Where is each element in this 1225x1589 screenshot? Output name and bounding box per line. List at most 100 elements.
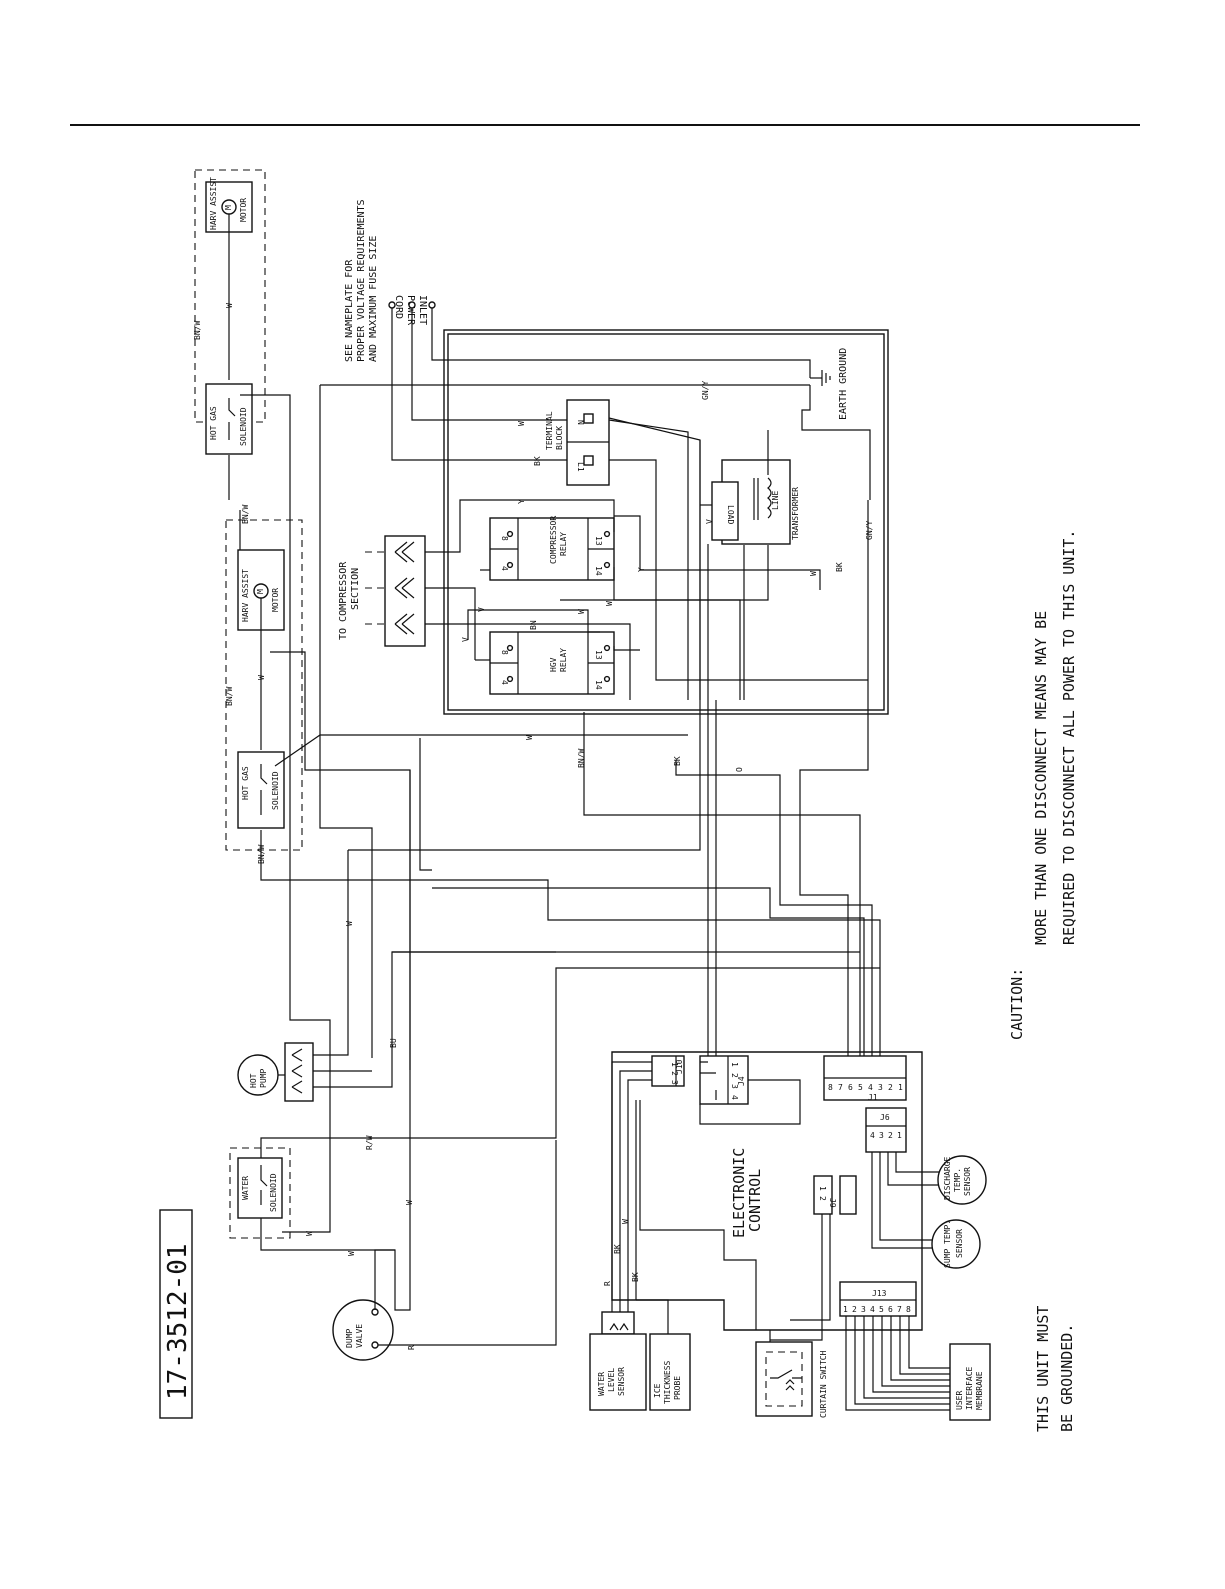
j6-label: J6 xyxy=(880,1113,890,1122)
wire-label-w-5: W xyxy=(305,1231,314,1236)
dump-valve: DUMP VALVE xyxy=(332,1299,394,1361)
wire-label-w-10: W xyxy=(809,571,818,576)
wire-label-w-7: W xyxy=(517,421,526,426)
terminal-n: N xyxy=(576,420,585,425)
ice-thickness-probe: ICE THICKNESS PROBE xyxy=(649,1333,691,1411)
harv-hotgas-1-bracket xyxy=(194,169,266,423)
harv-motor-2-symbol: M xyxy=(256,589,265,594)
j4-pin-4: 4 xyxy=(730,1095,739,1100)
j4-pin-3: 3 xyxy=(730,1084,739,1089)
comp-pin-4: 4 xyxy=(500,566,509,571)
j4-pin-2: 2 xyxy=(730,1073,739,1078)
hgv-relay-line-1: HGV xyxy=(549,657,558,672)
wire-label-y-2: Y xyxy=(637,567,646,572)
dump-valve-line-1: DUMP xyxy=(345,1329,354,1348)
inlet-power-cord: INLET POWER CORD xyxy=(388,295,436,326)
dump-valve-line-2: VALVE xyxy=(355,1324,364,1348)
wire-label-bn-w-1: BN/W xyxy=(193,321,202,340)
ice-probe-line-3: PROBE xyxy=(673,1376,682,1400)
j13-pin-1: 1 xyxy=(843,1305,848,1314)
inlet-power-line-3: CORD xyxy=(393,295,404,319)
wire-label-bk-2: BK xyxy=(835,562,844,572)
transformer-load: LOAD xyxy=(726,505,735,524)
wire-label-v-2: V xyxy=(477,607,486,612)
j10-label: J10 xyxy=(675,1059,684,1074)
compressor-relay-line-2: RELAY xyxy=(559,532,568,556)
harv-motor-1-symbol: M xyxy=(224,205,233,210)
wire-label-w-2: W xyxy=(257,675,266,680)
compressor-relay-line-1: COMPRESSOR xyxy=(549,516,558,564)
hot-gas-solenoid-2: HOT GAS SOLENOID xyxy=(237,751,285,829)
sump-line-2: SENSOR xyxy=(955,1229,964,1258)
terminal-block-line-2: BLOCK xyxy=(555,426,564,450)
hot-gas-2-line-2: SOLENOID xyxy=(271,771,280,810)
wire-label-r-1: R xyxy=(407,1345,416,1350)
control-box xyxy=(443,329,889,715)
j6-pin-1: 1 xyxy=(897,1131,902,1140)
transformer-label: TRANSFORMER xyxy=(791,487,800,540)
wire-label-bk-3: BK xyxy=(673,756,682,766)
j6-pin-4: 4 xyxy=(870,1131,875,1140)
hot-gas-2-line-1: HOT GAS xyxy=(241,766,250,800)
connector-j6: J6 4 3 2 1 xyxy=(865,1107,907,1153)
j13-label: J13 xyxy=(872,1289,887,1298)
discharge-line-3: SENSOR xyxy=(963,1167,972,1196)
j13-pin-8: 8 xyxy=(906,1305,911,1314)
wire-label-v-3: V xyxy=(461,637,470,642)
compressor-relay: 8 4 COMPRESSOR RELAY 13 14 xyxy=(489,516,615,581)
harv-motor-2-line-1: HARV ASSIST xyxy=(241,569,250,622)
wire-label-gn-y-2: GN/Y xyxy=(865,521,874,540)
ground-note: THIS UNIT MUST BE GROUNDED. xyxy=(1034,1306,1076,1432)
j1-pin-1: 1 xyxy=(898,1083,903,1092)
j13-pin-2: 2 xyxy=(852,1305,857,1314)
j1-pin-8: 8 xyxy=(828,1083,833,1092)
connector-j4: J4 1 2 3 4 xyxy=(699,1055,749,1105)
connector-j9: 1 2 J9 xyxy=(813,1175,857,1215)
wire-label-y-1: Y xyxy=(517,499,526,504)
discharge-line-1: DISCHARGE xyxy=(943,1156,952,1200)
connector-j1: J1 8 7 6 5 4 3 2 1 xyxy=(823,1055,907,1102)
to-compressor-connector: TO COMPRESSOR SECTION xyxy=(338,535,426,647)
terminal-block-line-1: TERMINAL xyxy=(545,411,554,450)
curtain-switch-label: CURTAIN SWITCH xyxy=(819,1350,828,1418)
wire-label-w-8: W xyxy=(577,609,586,614)
wire-label-w-4: W xyxy=(405,1200,414,1205)
harv-motor-1-line-2: MOTOR xyxy=(239,198,248,222)
terminal-block: N L1 TERMINAL BLOCK xyxy=(545,399,610,486)
j10-pin-2: 2 xyxy=(670,1071,679,1076)
comp-pin-13: 13 xyxy=(594,536,603,546)
wire-label-bn-w-2: BN/W xyxy=(241,505,250,524)
water-solenoid-line-1: WATER xyxy=(241,1176,250,1200)
comp-pin-8: 8 xyxy=(500,536,509,541)
j4-pin-1: 1 xyxy=(730,1062,739,1067)
j13-pin-4: 4 xyxy=(870,1305,875,1314)
wire-label-bk-5: BK xyxy=(631,1272,640,1282)
j1-pin-7: 7 xyxy=(838,1083,843,1092)
wire-label-r-w: R/W xyxy=(365,1135,374,1150)
wire-label-w-12: W xyxy=(621,1219,630,1224)
wire-label-r-2: R xyxy=(603,1281,612,1286)
caution-line-1: MORE THAN ONE DISCONNECT MEANS MAY BE xyxy=(1032,611,1050,945)
hot-pump-line-1: HOT xyxy=(249,1073,258,1088)
j9-label: J9 xyxy=(828,1198,837,1208)
wire-label-bn-w-4: BN/W xyxy=(257,845,266,864)
wire-label-bk-1: BK xyxy=(533,456,542,466)
wire-label-bn-w-5: BN/W xyxy=(577,749,586,768)
wire-label-v-1: V xyxy=(705,519,714,524)
j6-pin-2: 2 xyxy=(888,1131,893,1140)
wire-label-w-9: W xyxy=(605,601,614,606)
nameplate-line-2: PROPER VOLTAGE REQUIREMENTS xyxy=(356,199,367,362)
wire-label-w-3: W xyxy=(345,921,354,926)
inlet-power-line-2: POWER xyxy=(405,295,416,326)
water-level-line-2: LEVEL xyxy=(607,1368,616,1392)
ice-probe-line-1: ICE xyxy=(653,1383,662,1398)
hgv-pin-4: 4 xyxy=(500,680,509,685)
wire-label-bk-4: BK xyxy=(613,1244,622,1254)
wire-label-bn-w-3: BN/W xyxy=(225,687,234,706)
j13-pin-6: 6 xyxy=(888,1305,893,1314)
ui-line-2: INTERFACE xyxy=(965,1366,974,1410)
water-level-sensor: WATER LEVEL SENSOR xyxy=(589,1311,647,1411)
electronic-control-line-2: CONTROL xyxy=(746,1169,764,1232)
wire-label-o: O xyxy=(735,767,744,772)
